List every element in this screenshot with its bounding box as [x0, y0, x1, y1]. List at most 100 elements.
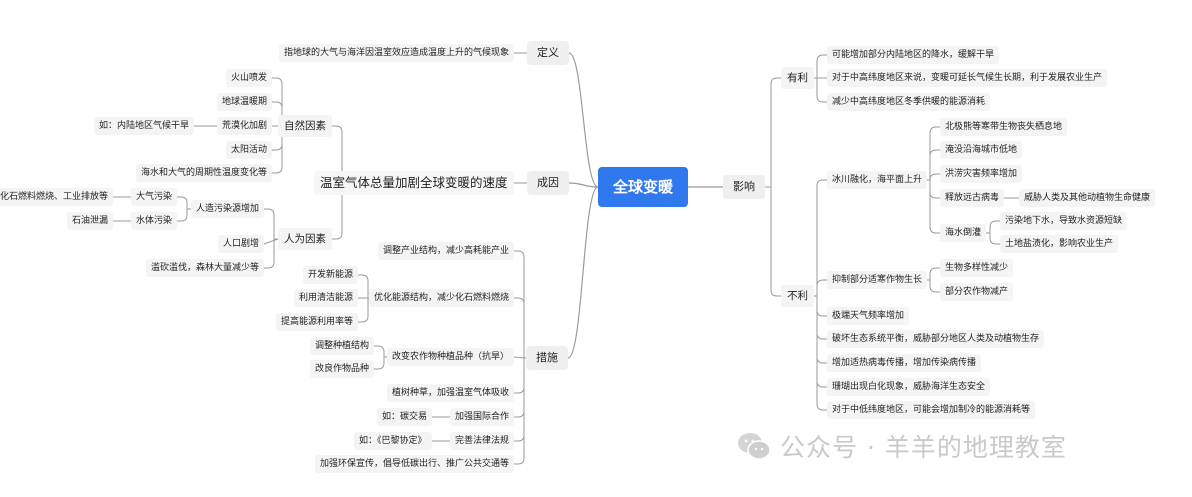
glacier-effect[interactable]: 北极熊等寒带生物丧失栖息地: [940, 118, 1068, 136]
connector: [264, 208, 278, 240]
glacier-effect[interactable]: 海水倒灌: [940, 224, 987, 242]
natural-volcano[interactable]: 火山喷发: [226, 69, 273, 87]
measure-afforestation[interactable]: 植树种草，加强温室气体吸收: [387, 384, 515, 402]
natural-warm-period[interactable]: 地球温暖期: [217, 93, 273, 111]
connector: [264, 238, 278, 269]
law-example[interactable]: 如：《巴黎协定》: [354, 432, 432, 450]
natural-desertification[interactable]: 荒漠化加剧: [217, 117, 273, 135]
link-root-definition: [568, 52, 599, 188]
links-seawater: [986, 220, 1000, 245]
virus-effect[interactable]: 威胁人类及其他动植物生命健康: [1019, 189, 1156, 207]
positive-item[interactable]: 可能增加部分内陆地区的降水，缓解干旱: [827, 46, 1000, 64]
negative-item[interactable]: 极端天气频率增加: [827, 307, 910, 325]
energy-efficiency[interactable]: 提高能源利用率等: [276, 313, 359, 331]
measure-cooperation[interactable]: 加强国际合作: [450, 408, 515, 426]
connector: [814, 295, 827, 340]
measure-energy[interactable]: 优化能源结构，减少化石燃料燃烧: [369, 289, 515, 307]
water-pollution-example[interactable]: 石油泄漏: [67, 212, 114, 230]
connector: [513, 356, 527, 359]
natural-solar-activity[interactable]: 太阳活动: [226, 141, 273, 159]
links-human: [263, 208, 279, 269]
measure-law[interactable]: 完善法律法规: [450, 432, 515, 450]
branch-measures[interactable]: 措施: [526, 346, 568, 370]
connector: [927, 173, 940, 181]
positive-item[interactable]: 对于中高纬度地区来说，变暖可延长气候生长期，利于发展农业生产: [827, 69, 1108, 87]
watermark: 公众号 · 羊羊的地理教室: [736, 428, 1067, 464]
connector: [927, 267, 940, 281]
links-crops: [374, 345, 389, 370]
glacier-effect[interactable]: 释放远古病毒: [940, 189, 1005, 207]
negative-item[interactable]: 对于中低纬度地区，可能会增加制冷的能源消耗等: [827, 401, 1036, 419]
connector: [374, 345, 389, 358]
connector: [765, 77, 781, 188]
links-negative: [814, 179, 827, 411]
glacier-effect[interactable]: 淹没沿海城市低地: [940, 141, 1023, 159]
measure-industry[interactable]: 调整产业结构，减少高耗能产业: [378, 242, 515, 260]
air-pollution[interactable]: 大气污染: [131, 188, 178, 206]
energy-clean-energy[interactable]: 利用清洁能源: [294, 289, 359, 307]
connector: [514, 250, 528, 359]
connector: [765, 186, 781, 297]
positive-item[interactable]: 减少中高纬度地区冬季供暖的能源消耗: [827, 93, 991, 111]
connector: [263, 238, 279, 245]
negative-item[interactable]: 珊瑚出现白化现象，威胁海洋生态安全: [827, 378, 991, 396]
connector: [814, 295, 827, 411]
links-impact: [765, 77, 781, 297]
glacier-effect[interactable]: 洪涝灾害频率增加: [940, 165, 1023, 183]
crops-crop-varieties[interactable]: 改良作物品种: [310, 360, 375, 378]
seawater-effect[interactable]: 污染地下水，导致水资源短缺: [1000, 212, 1128, 230]
links-pollution: [177, 196, 191, 222]
desertification-example[interactable]: 如：内陆地区气候干旱: [94, 117, 195, 135]
connector: [814, 179, 827, 297]
measure-crops[interactable]: 改变农作物种植品种（抗旱）: [387, 348, 515, 366]
links-glacier: [927, 126, 940, 234]
connector: [514, 357, 528, 442]
links-cold-crops: [927, 267, 940, 293]
watermark-text: 公众号 · 羊羊的地理教室: [780, 433, 1067, 462]
human-population[interactable]: 人口剧增: [218, 235, 265, 253]
link-root-cause: [568, 182, 599, 188]
connector: [927, 179, 940, 199]
connector: [177, 196, 191, 210]
branch-impact[interactable]: 影响: [723, 175, 765, 199]
cause-main[interactable]: 温室气体总量加剧全球变暖的速度: [314, 171, 514, 195]
negative-item[interactable]: 抑制部分适寒作物生长: [827, 271, 928, 289]
connector: [374, 356, 389, 370]
connector: [814, 295, 827, 364]
cooperation-example[interactable]: 如：碳交易: [377, 408, 433, 426]
natural-periodic-temp[interactable]: 海水和大气的周期性温度变化等: [136, 164, 273, 182]
negative-item[interactable]: 冰川融化，海平面上升: [827, 171, 928, 189]
human-deforestation[interactable]: 滥砍滥伐，森林大量减少等: [146, 259, 265, 277]
connector: [986, 232, 1000, 245]
water-pollution[interactable]: 水体污染: [131, 212, 178, 230]
root-node[interactable]: 全球变暖: [598, 167, 689, 207]
cause-human[interactable]: 人为因素: [278, 228, 332, 250]
crops-planting-structure[interactable]: 调整种植结构: [310, 337, 375, 355]
negative-item[interactable]: 增加适热病毒传播，增加传染病传播: [827, 354, 982, 372]
connector: [814, 279, 827, 297]
definition-text[interactable]: 指地球的大气与海洋因温室效应造成温度上升的气候现象: [279, 44, 515, 62]
impact-negative[interactable]: 不利: [781, 285, 814, 307]
cold-crop-effect[interactable]: 部分农作物减产: [940, 283, 1014, 301]
branch-definition[interactable]: 定义: [527, 41, 569, 65]
seawater-effect[interactable]: 土地盐渍化，影响农业生产: [1000, 235, 1119, 253]
branch-cause[interactable]: 成因: [527, 171, 569, 195]
connector: [927, 126, 940, 181]
links-positive: [814, 54, 827, 103]
negative-item[interactable]: 破坏生态系统平衡，威胁部分地区人类及动植物生存: [827, 330, 1045, 348]
connector: [986, 220, 1000, 234]
human-pollution[interactable]: 人造污染源增加: [191, 200, 265, 218]
cause-natural[interactable]: 自然因素: [278, 115, 332, 137]
connector: [814, 54, 827, 79]
wechat-icon: [738, 433, 771, 460]
connector: [814, 77, 827, 103]
measure-publicity[interactable]: 加强环保宣传，倡导低碳出行、推广公共交通等: [315, 455, 515, 473]
link-root-measures: [567, 186, 599, 359]
impact-positive[interactable]: 有利: [781, 67, 814, 89]
air-pollution-example[interactable]: 化石燃料燃烧、工业排放等: [0, 188, 114, 206]
connector: [514, 357, 528, 465]
cold-crop-effect[interactable]: 生物多样性减少: [940, 259, 1014, 277]
connector: [927, 149, 940, 181]
energy-new-energy[interactable]: 开发新能源: [303, 266, 359, 284]
